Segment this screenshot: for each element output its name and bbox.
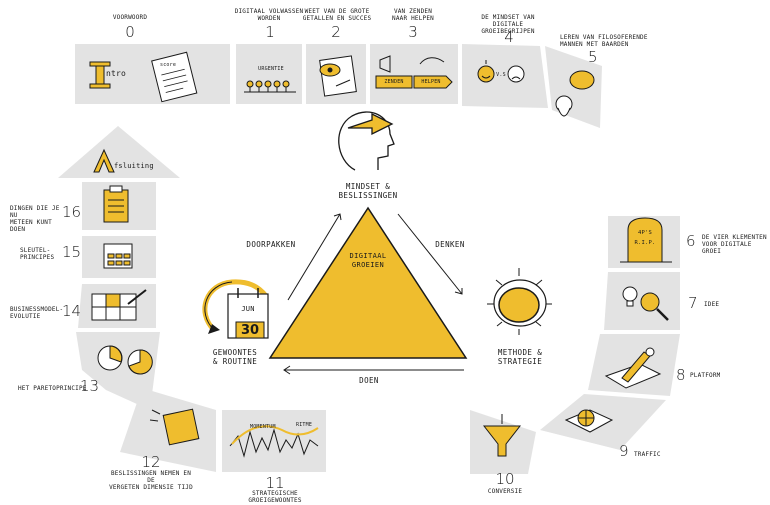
step-3-icon-text: ZENDEN <box>384 79 404 85</box>
step-4-label: DE MINDSET VAN DIGITALE GROEIBEGRIJPEN <box>481 14 535 35</box>
methode-label: METHODE & STRATEGIE <box>497 348 543 366</box>
doen-label: DOEN <box>359 376 379 385</box>
step-6-icon-text: 4P'S <box>637 230 653 236</box>
step-3-label: VAN ZENDEN NAAR HELPEN <box>392 8 434 22</box>
traffic-globe-icon <box>564 409 614 433</box>
step-15-label: SLEUTEL- PRINCIPES <box>20 247 55 261</box>
step-7-number: 7 <box>688 294 698 312</box>
step-14-number: 14 <box>62 302 82 320</box>
strategy-target-icon <box>487 268 552 335</box>
tombstone-icon <box>620 217 672 263</box>
step-5-label: LEREN VAN FILOSOFERENDE MANNEN MET BAARD… <box>560 34 648 48</box>
tile-4 <box>462 44 548 108</box>
step-0-icon-text2: score <box>160 62 177 68</box>
step-3-number: 3 <box>408 23 418 41</box>
pyramid-title: DIGITAAL GROEIEN <box>349 252 387 269</box>
step-0-label: VOORWOORD <box>112 14 148 21</box>
zenden-helpen-icon <box>375 55 453 89</box>
step-14-label: BUSINESSMODEL- EVOLUTIE <box>10 306 64 320</box>
mindset-label: MINDSET & BESLISSINGEN <box>338 182 398 200</box>
urgentie-icon <box>244 80 296 93</box>
calendar-month: JUN <box>241 305 255 313</box>
step-16-number: 16 <box>62 203 82 221</box>
principles-keypad-icon <box>103 243 133 269</box>
step-1-label: DIGITAAL VOLWASSEN WORDEN <box>234 8 304 22</box>
step-8-number: 8 <box>676 366 686 384</box>
momentum-wave-icon <box>229 425 319 458</box>
step-6-icon-text2: R.I.P. <box>634 240 656 246</box>
step-12-label: BESLISSINGEN NEMEN EN DE VERGETEN DIMENS… <box>109 470 193 491</box>
step-13-number: 13 <box>80 377 100 395</box>
calendar-day: 30 <box>240 323 260 338</box>
pyramid <box>268 206 468 359</box>
step-2-number: 2 <box>331 23 341 41</box>
intro-icon <box>89 51 198 103</box>
step-11-number: 11 <box>265 474 285 492</box>
tile-afsluiting-arrow <box>58 126 180 178</box>
step-16-label: DINGEN DIE JE NU METEEN KUNT DOEN <box>10 205 60 233</box>
step-8-label: PLATFORM <box>690 372 721 379</box>
platform-icon <box>604 347 662 389</box>
step-3-icon-text2: HELPEN <box>421 79 441 85</box>
head-icon <box>338 111 395 171</box>
step-0-number: 0 <box>125 23 135 41</box>
doorpakken-label: DOORPAKKEN <box>246 240 296 249</box>
step-11-icon-text2: RITME <box>296 422 313 428</box>
denken-label: DENKEN <box>435 240 465 249</box>
step-9-label: TRAFFIC <box>634 451 661 458</box>
step-2-label: WEET VAN DE GROTE GETALLEN EN SUCCES <box>302 8 372 22</box>
eye-card-icon <box>319 55 357 97</box>
step-11-label: STRATEGISCHE GROEIGEWOONTES <box>248 490 302 504</box>
step-13-label: HET PARETOPRINCIPE <box>18 385 87 392</box>
business-model-icon <box>91 289 147 321</box>
afsluiting-label: fsluiting <box>114 162 154 170</box>
step-1-icon-text: URGENTIE <box>258 66 284 72</box>
gewoontes-label: GEWOONTES & ROUTINE <box>212 348 258 366</box>
tile-3 <box>370 44 458 104</box>
step-6-number: 6 <box>686 232 696 250</box>
pareto-pie-icon <box>97 345 153 375</box>
step-10-number: 10 <box>495 470 515 488</box>
step-7-label: IDEE <box>704 301 720 308</box>
tile-1 <box>236 44 302 104</box>
step-11-icon-text: MOMENTUM <box>250 424 276 430</box>
sticky-note-icon <box>149 408 200 446</box>
step-0-icon-text: ntro <box>106 69 127 78</box>
checklist-clipboard-icon <box>103 185 129 223</box>
step-10-label: CONVERSIE <box>487 488 523 495</box>
cycle-arrows <box>283 213 464 375</box>
mindset-faces-icon <box>477 60 525 83</box>
calendar-icon <box>202 279 269 339</box>
conversion-funnel-icon <box>482 414 522 457</box>
tile-11 <box>222 410 326 472</box>
step-15-number: 15 <box>62 243 82 261</box>
step-5-number: 5 <box>588 48 598 66</box>
step-4-icon-text: V.S <box>496 72 506 78</box>
afsluiting-letter-icon <box>93 148 115 173</box>
philosopher-icon <box>555 70 595 117</box>
step-12-number: 12 <box>141 453 161 471</box>
idea-magnifier-icon <box>622 286 669 321</box>
step-6-label: DE VIER KLEMENTEN VOOR DIGITALE GROEI <box>702 234 767 255</box>
step-9-number: 9 <box>619 442 629 460</box>
step-1-number: 1 <box>265 23 275 41</box>
step-4-number: 4 <box>504 28 514 46</box>
